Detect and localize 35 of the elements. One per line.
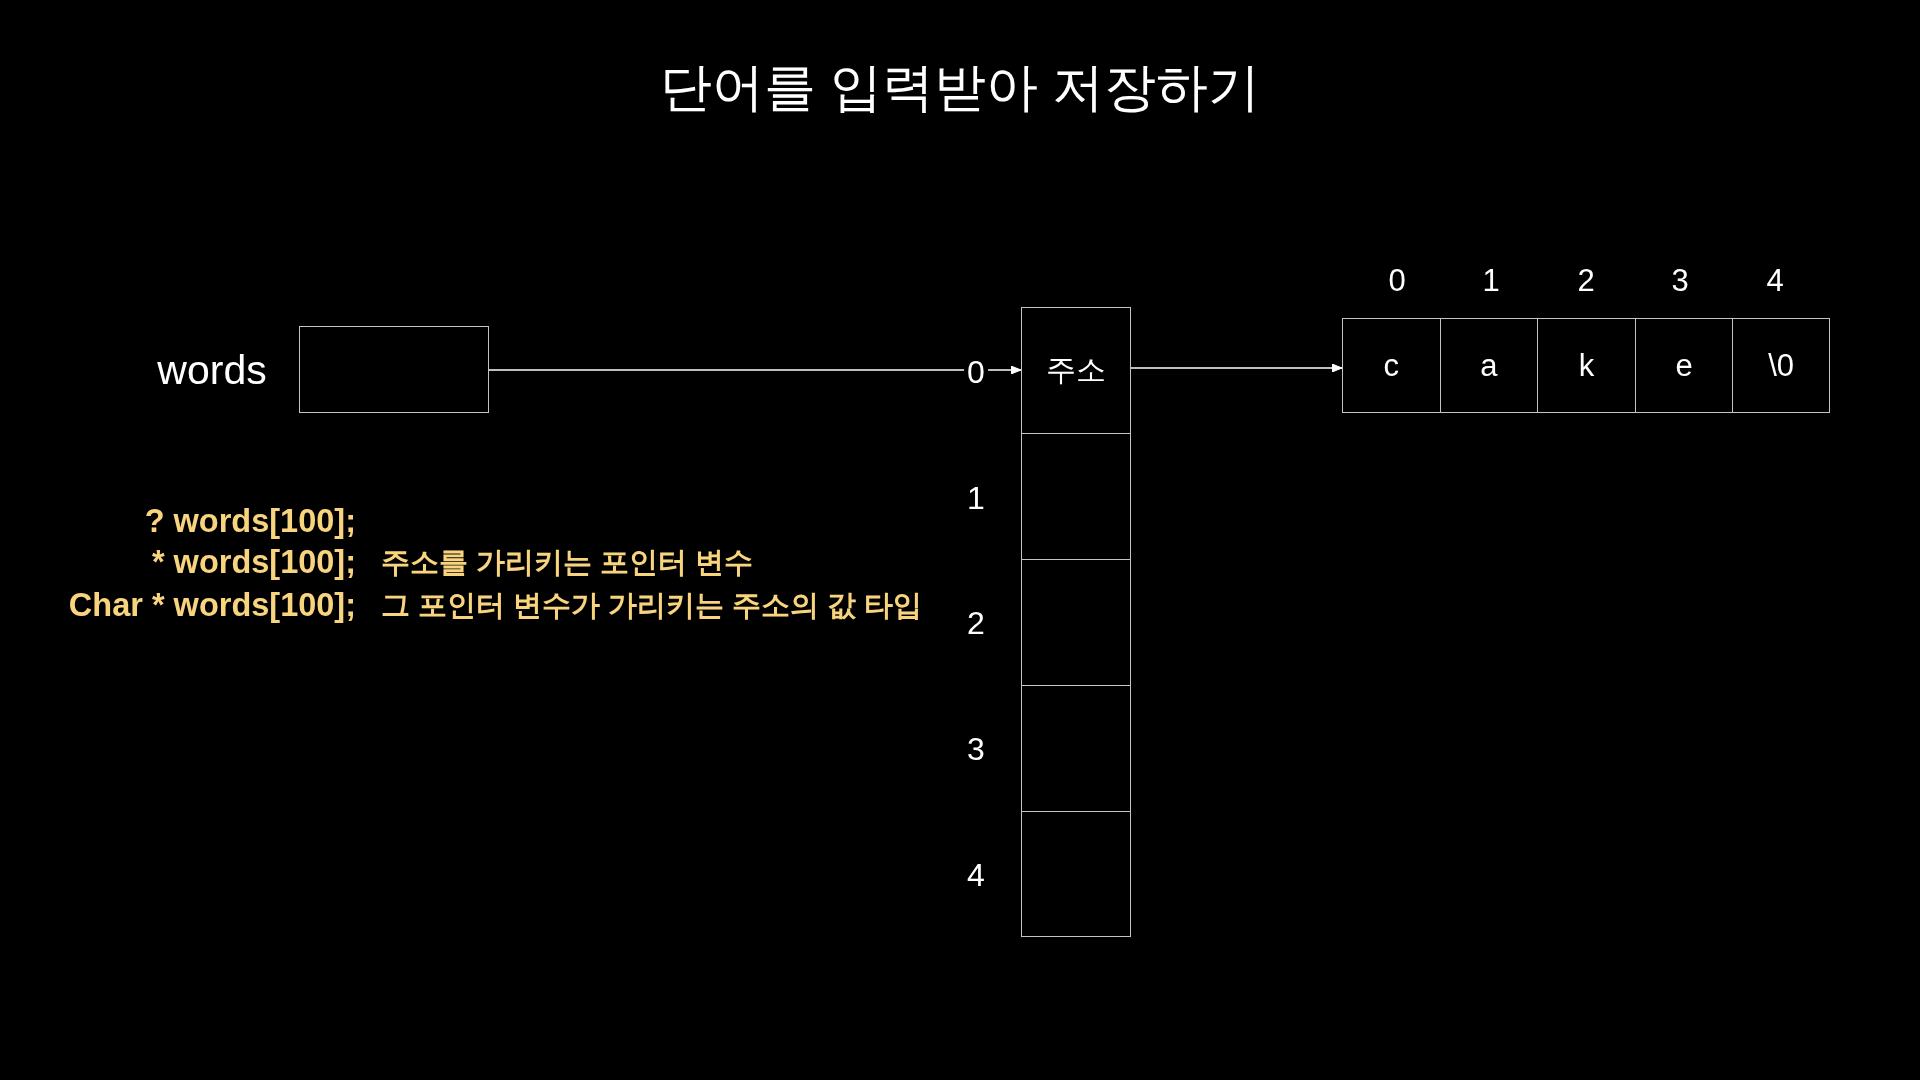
title-text: 단어를 입력받아 저장하기 [659,58,1261,118]
cell-text: a [1480,347,1498,384]
arrow [488,365,1022,375]
index-label: 1 [1482,263,1500,299]
note-text: 주소를 가리키는 포인터 변수 [381,546,754,580]
index-label: 3 [1671,263,1689,299]
array-cell [1342,318,1441,413]
cell-text: c [1383,347,1400,384]
arrow [1130,363,1343,373]
variable-name: words [157,347,267,395]
cell-text: \0 [1768,347,1795,384]
note-text: 그 포인터 변수가 가리키는 주소의 값 타입 [381,589,923,623]
code-text: ? words[100]; [144,503,356,541]
array-cell [1439,318,1539,413]
array-cell [1021,685,1131,812]
cell-text: e [1675,347,1693,384]
code-text: * words[100]; [151,544,356,582]
array-cell [1634,318,1734,413]
index-label: 4 [1766,263,1784,299]
array-cell [1021,307,1131,434]
array-cell [1021,811,1131,937]
index-label: 4 [967,856,985,894]
array-cell [1537,318,1636,413]
cell-text: 주소 [1046,353,1106,388]
code-text: Char * words[100]; [68,587,356,625]
array-cell [1732,318,1830,413]
array-cell [1021,559,1131,686]
index-label: 2 [1577,263,1595,299]
index-label: 0 [1388,263,1406,299]
array-cell [1021,433,1131,560]
index-label: 3 [967,730,985,768]
index-label: 1 [967,479,985,517]
cell-text: k [1578,347,1595,384]
index-label: 2 [967,604,985,642]
variable-box [299,326,489,413]
